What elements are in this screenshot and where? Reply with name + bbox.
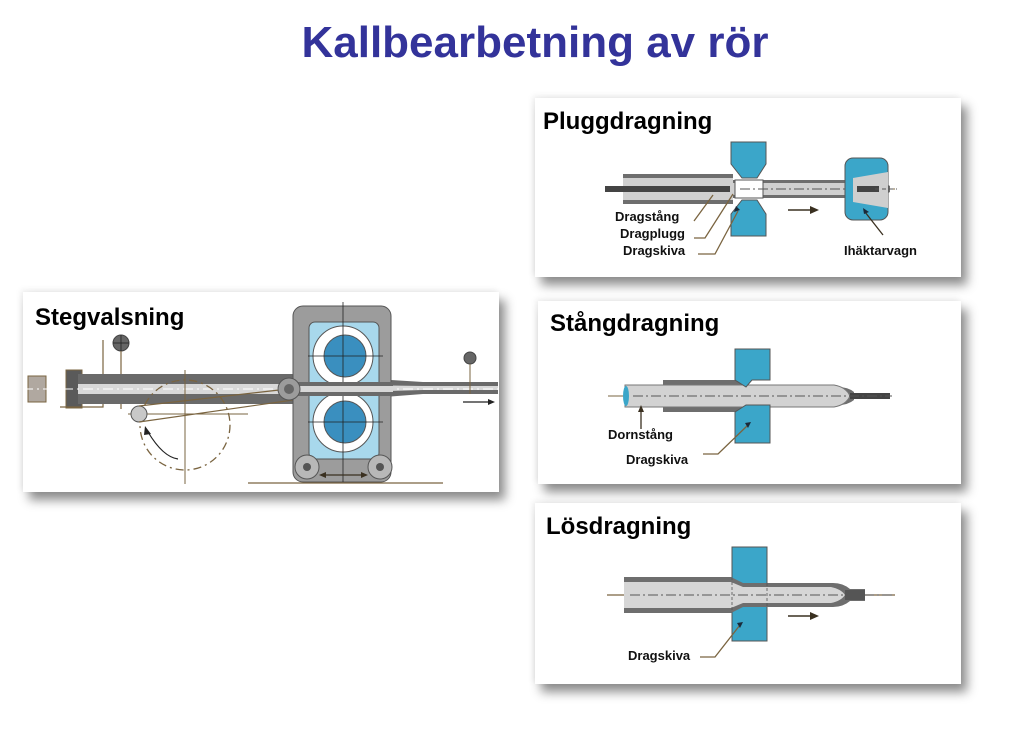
label-dornstang: Dornstång: [608, 427, 673, 442]
panel-title: Pluggdragning: [543, 108, 713, 135]
label-dragstang: Dragstång: [615, 209, 680, 224]
panel-title: Stegvalsning: [35, 304, 185, 331]
panel-stegvalsning: Stegvalsning: [23, 292, 499, 492]
label-dragskiva: Dragskiva: [623, 243, 686, 258]
label-dragskiva: Dragskiva: [628, 648, 691, 663]
sink-drawing-diagram: [607, 546, 895, 658]
label-dragskiva: Dragskiva: [626, 452, 689, 467]
label-dragplugg: Dragplugg: [620, 226, 685, 241]
slide-title: Kallbearbetning av rör: [301, 18, 769, 67]
panel-title: Lösdragning: [546, 513, 692, 540]
plug-drawing-diagram: [605, 141, 897, 255]
panel-losdragning: Lösdragning Dragskiva: [535, 503, 961, 684]
step-rolling-diagram: [23, 302, 498, 484]
panel-pluggdragning: Pluggdragning Dragstån: [535, 98, 961, 277]
panel-stangdragning: Stångdragning Dornstång Dragskiva: [538, 301, 961, 484]
label-ihaktarvagn: Ihäktarvagn: [844, 243, 917, 258]
rod-drawing-diagram: [608, 348, 892, 455]
panel-title: Stångdragning: [550, 310, 720, 337]
